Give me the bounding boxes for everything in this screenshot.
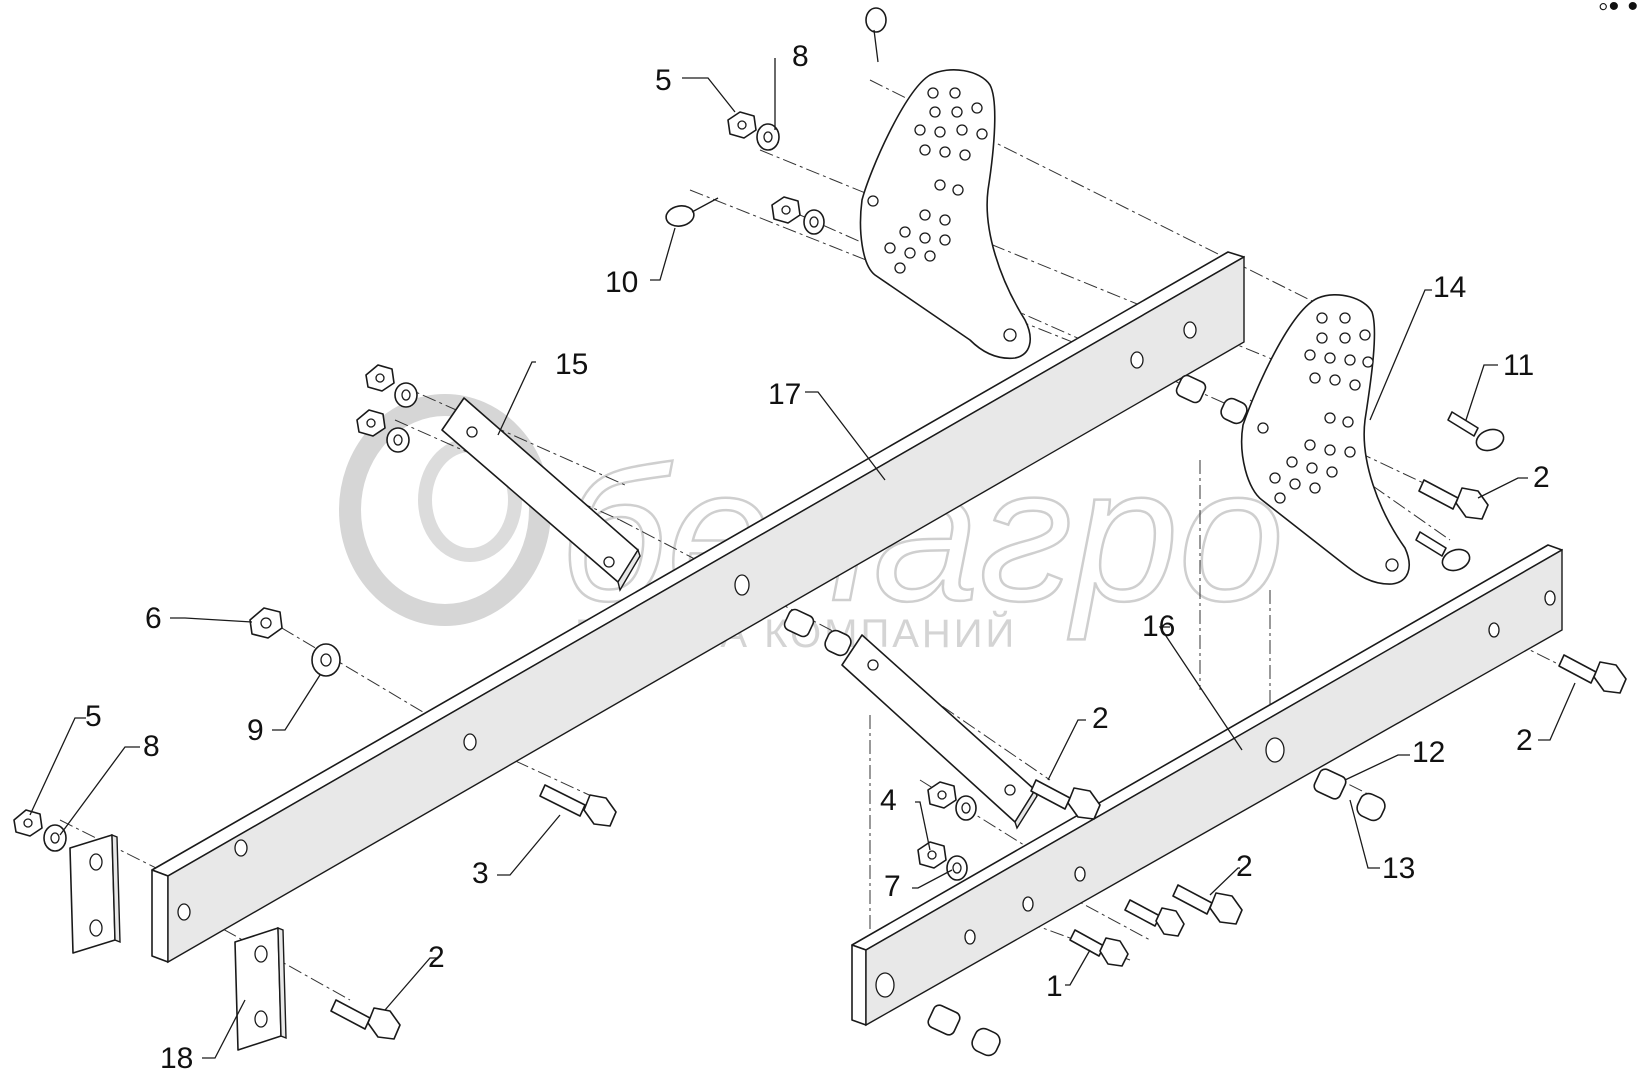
bolt-2-front-right xyxy=(1558,654,1627,694)
callout-18: 18 xyxy=(160,1042,193,1075)
bolt-2-plate-left xyxy=(330,999,401,1040)
lynch-clip-10-lower xyxy=(665,197,719,227)
bolt-3 xyxy=(539,784,617,827)
bushing-13-c xyxy=(1356,792,1386,822)
bolt-2-beam-mid xyxy=(1124,899,1185,937)
washer-8-plate xyxy=(803,209,825,235)
nut-15a xyxy=(365,364,395,392)
callout-12: 12 xyxy=(1412,736,1445,769)
nut-5-upper xyxy=(727,111,757,139)
callout-16: 16 xyxy=(1142,610,1175,643)
callout-7: 7 xyxy=(884,870,901,903)
callout-labels: 5 8 10 15 17 14 11 2 6 9 5 8 2 16 2 12 1… xyxy=(85,40,1550,1075)
lynch-clip-10-upper xyxy=(865,7,887,63)
callout-4: 4 xyxy=(880,784,897,817)
plate-hole-pattern xyxy=(867,87,1017,342)
beam-17 xyxy=(151,251,1245,964)
bushing-13-d xyxy=(971,1027,1001,1057)
callout-8-lower: 8 xyxy=(143,730,160,763)
bushing-12-b xyxy=(783,608,815,638)
callout-17: 17 xyxy=(768,378,801,411)
bolt-2-beam-front xyxy=(1172,884,1243,925)
washer-8-lower xyxy=(43,824,67,852)
bushing-12-a xyxy=(1175,374,1207,404)
strap-plate-18-left xyxy=(69,833,121,954)
callout-2-link: 2 xyxy=(1092,702,1109,735)
bushing-12-c xyxy=(1313,768,1347,800)
svg-text:◦• ••: ◦• •• xyxy=(1598,0,1638,23)
leader-lines xyxy=(29,58,1576,1059)
nut-4a xyxy=(927,781,957,809)
callout-5-upper: 5 xyxy=(655,64,672,97)
bushing-13-b xyxy=(824,629,852,657)
bracket-plate-14-front xyxy=(1240,294,1410,585)
nut-15b xyxy=(356,409,386,437)
washer-7 xyxy=(946,855,968,881)
callout-2-front: 2 xyxy=(1516,724,1533,757)
washer-8-upper xyxy=(756,123,780,151)
link-plate-15-upper xyxy=(441,397,641,592)
callout-2-plate: 2 xyxy=(1533,461,1550,494)
plate-hole-pattern xyxy=(1257,312,1399,572)
bolt-2-plate-front xyxy=(1418,479,1489,520)
pin-11-b xyxy=(1415,531,1471,572)
nut-4b xyxy=(917,841,947,869)
callout-5-lower: 5 xyxy=(85,700,102,733)
callout-6: 6 xyxy=(145,602,162,635)
callout-8-upper: 8 xyxy=(792,40,809,73)
callout-13: 13 xyxy=(1382,852,1415,885)
strap-plate-18-right xyxy=(234,926,287,1051)
bracket-plate-14-rear xyxy=(859,69,1031,360)
bolt-1 xyxy=(1069,929,1129,967)
pin-11-a xyxy=(1447,411,1505,452)
washer-4a xyxy=(955,795,977,821)
nut-6 xyxy=(249,607,283,639)
washer-15b xyxy=(386,427,410,453)
bolt-2-link xyxy=(1030,779,1101,820)
washer-9 xyxy=(311,643,341,677)
callout-1: 1 xyxy=(1046,970,1063,1003)
callout-11: 11 xyxy=(1503,349,1534,382)
washer-15a xyxy=(394,382,418,408)
beam-16 xyxy=(851,544,1563,1027)
callout-15: 15 xyxy=(555,348,588,381)
callout-2-strap: 2 xyxy=(428,941,445,974)
bushing-12-d xyxy=(927,1004,961,1036)
callout-10: 10 xyxy=(605,266,638,299)
bushing-13-a xyxy=(1220,397,1248,425)
nut-5-plate xyxy=(771,196,801,224)
corner-mark: ◦• •• xyxy=(1598,0,1638,23)
callout-2-beam: 2 xyxy=(1236,850,1253,883)
callout-14: 14 xyxy=(1433,271,1466,304)
callout-3: 3 xyxy=(472,857,489,890)
callout-9: 9 xyxy=(247,714,264,747)
nut-5-lower xyxy=(13,809,43,837)
